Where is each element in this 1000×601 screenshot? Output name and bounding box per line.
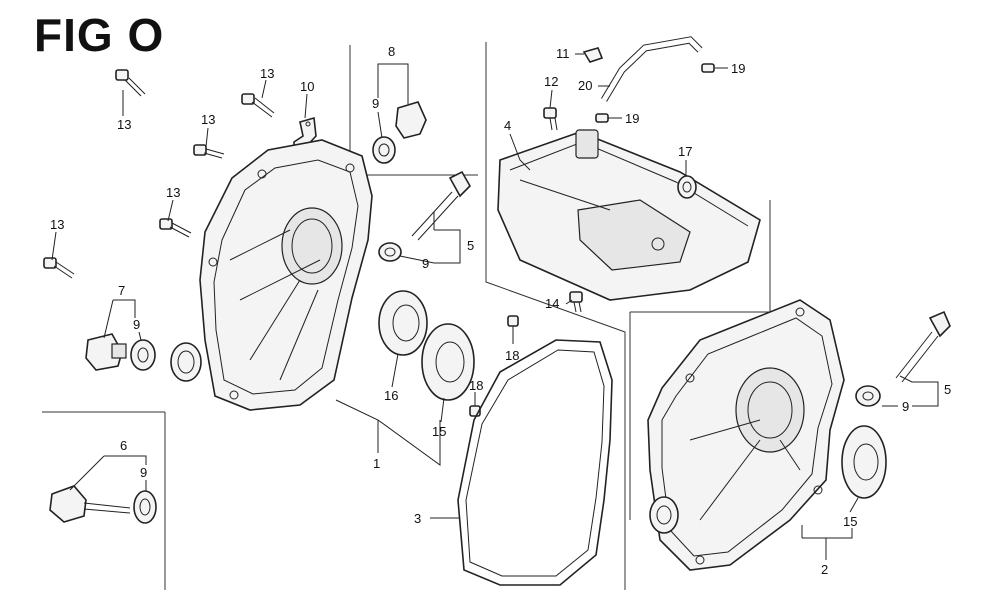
bolt-13-b: [241, 93, 275, 118]
hose-clip-19-b: [595, 113, 609, 123]
callout-12: 12: [544, 74, 558, 89]
callout-9: 9: [902, 399, 909, 414]
bearing-15-a: [421, 323, 475, 401]
callout-20: 20: [578, 78, 592, 93]
callout-13: 13: [260, 66, 274, 81]
callout-1: 1: [373, 456, 380, 471]
callout-9: 9: [140, 465, 147, 480]
washer-9-e: [855, 385, 881, 407]
crankcase-2: [647, 299, 845, 571]
fuel-tank-4: [497, 129, 761, 301]
washer-9-b: [130, 339, 156, 371]
figure-title: FIG O: [34, 9, 165, 61]
callout-13: 13: [117, 117, 131, 132]
callout-4: 4: [504, 118, 511, 133]
callout-11: 11: [556, 46, 570, 61]
bolt-13-c: [193, 144, 225, 159]
fuel-hose-20: [600, 36, 703, 102]
hose-clip-19-a: [701, 63, 715, 73]
callout-6: 6: [120, 438, 127, 453]
callout-9: 9: [133, 317, 140, 332]
callout-13: 13: [201, 112, 215, 127]
bolt-14: [569, 291, 583, 313]
bolt-13-e: [43, 257, 75, 279]
oil-seal-16: [378, 290, 428, 356]
callout-16: 16: [384, 388, 398, 403]
callout-3: 3: [414, 511, 421, 526]
callout-18: 18: [469, 378, 483, 393]
dowel-pin-18-b: [507, 315, 519, 327]
callout-8: 8: [388, 44, 395, 59]
crankcase-cover-1: [170, 139, 373, 411]
bolt-13-a: [115, 69, 146, 97]
callout-18: 18: [505, 348, 519, 363]
callout-10: 10: [300, 79, 314, 94]
callout-15: 15: [843, 514, 857, 529]
washer-9-d: [378, 242, 402, 262]
callout-labels: 13 13 13 13 13 10 8 9 7 9 6 9 5 9 16 15 …: [50, 44, 951, 577]
callout-17: 17: [678, 144, 692, 159]
callout-2: 2: [821, 562, 828, 577]
callout-13: 13: [50, 217, 64, 232]
hose-clip-11: [582, 47, 604, 63]
callout-5: 5: [467, 238, 474, 253]
callout-19: 19: [731, 61, 745, 76]
oil-dipstick-5-b: [895, 310, 951, 383]
callout-5: 5: [944, 382, 951, 397]
washer-9-c: [133, 490, 157, 524]
drain-plug-6: [49, 485, 131, 523]
gasket-3: [457, 339, 613, 586]
callout-13: 13: [166, 185, 180, 200]
drain-plug-7: [85, 333, 127, 371]
washer-9-a: [372, 136, 396, 164]
callout-15: 15: [432, 424, 446, 439]
callout-19: 19: [625, 111, 639, 126]
bearing-15-b: [841, 425, 887, 499]
callout-7: 7: [118, 283, 125, 298]
callout-9: 9: [372, 96, 379, 111]
bolt-13-d: [159, 218, 192, 238]
o-ring-17: [677, 175, 697, 199]
breather-plug-8: [395, 101, 427, 139]
leader-lines: [51, 53, 939, 560]
oil-dipstick-5-a: [411, 170, 471, 241]
bolt-12: [543, 107, 558, 131]
callout-9: 9: [422, 256, 429, 271]
callout-14: 14: [545, 296, 559, 311]
group-frames: [42, 42, 771, 590]
